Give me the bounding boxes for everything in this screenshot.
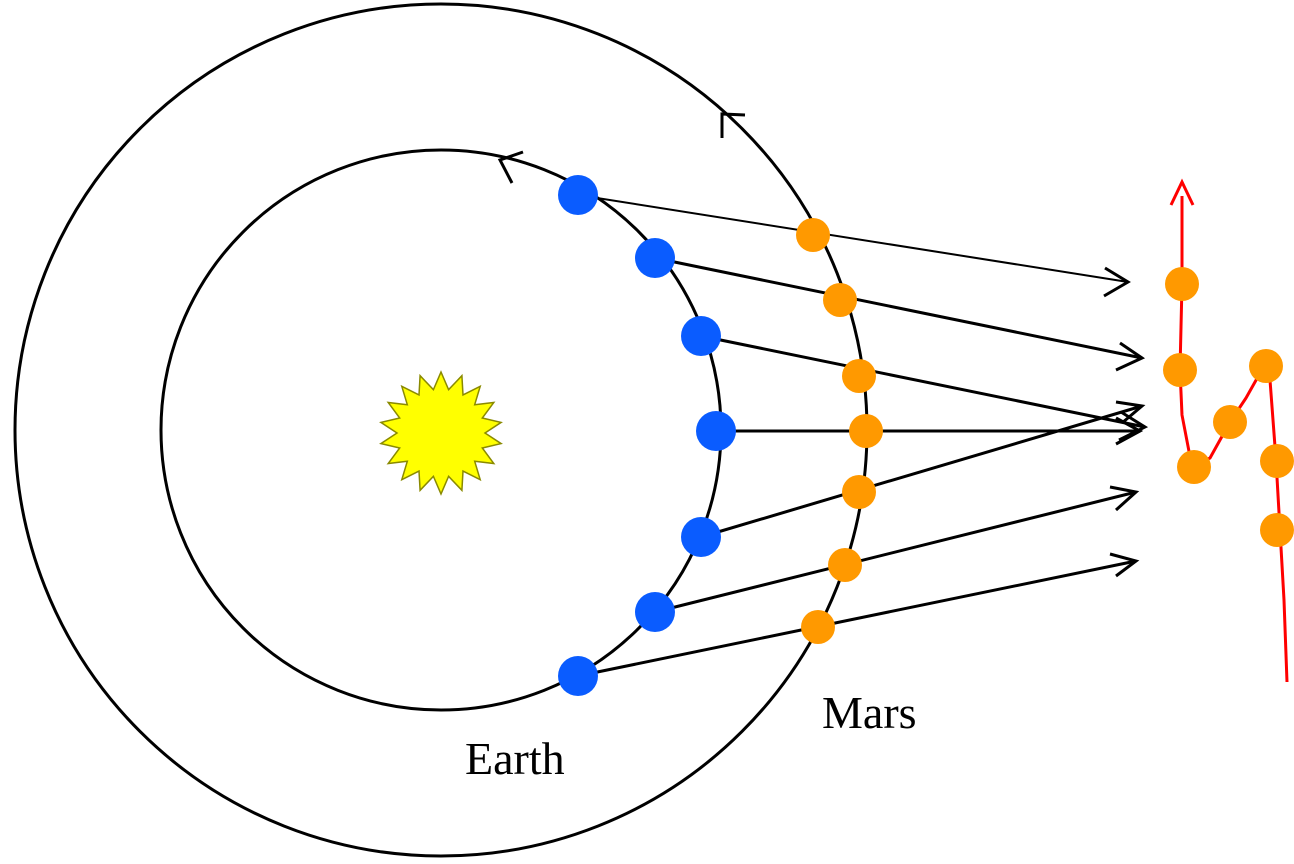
sight-line-7-arrowhead [1109,552,1140,578]
earth-position-2 [635,238,675,278]
mars-apparent-position-5 [1177,450,1211,484]
sight-lines [577,194,1149,678]
mars-apparent-position-3 [1249,349,1283,383]
mars-position-5 [842,475,876,509]
earth-label: Earth [465,733,565,784]
mars-positions [796,218,883,644]
earth-position-7 [558,656,598,696]
sun-icon [379,370,503,496]
mars-position-7 [801,610,835,644]
sight-line-5 [700,404,1143,539]
earth-position-1 [558,175,598,215]
earth-position-6 [635,592,675,632]
apparent-path-arrowhead [1169,178,1195,206]
mars-apparent-position-6 [1260,444,1294,478]
mars-apparent-position-7 [1260,513,1294,547]
sight-line-7 [577,559,1137,678]
mars-apparent-positions [1163,267,1294,547]
apparent-path-line [1178,196,1289,683]
mars-position-2 [823,283,857,317]
sight-line-6 [654,490,1137,614]
mars-position-6 [828,548,862,582]
earth-position-5 [681,517,721,557]
earth-position-3 [681,316,721,356]
mars-apparent-position-1 [1165,267,1199,301]
earth-positions [558,175,736,696]
sight-line-1-arrowhead [1103,266,1131,298]
mars-position-4 [849,414,883,448]
sight-line-5-arrowhead [1115,400,1146,425]
mars-apparent-position-4 [1213,405,1247,439]
mars-orbit-direction-arrow [720,112,746,138]
sight-line-6-arrowhead [1109,485,1140,512]
mars-apparent-position-2 [1163,353,1197,387]
sight-line-3 [700,334,1146,429]
earth-position-4 [696,411,736,451]
sight-line-1 [577,194,1129,283]
mars-position-1 [796,218,830,252]
mars-label: Mars [822,687,917,738]
sight-line-2 [654,256,1143,360]
mars-position-3 [842,359,876,393]
earth-orbit-direction-arrow [497,150,524,184]
sight-line-2-arrowhead [1115,341,1146,372]
